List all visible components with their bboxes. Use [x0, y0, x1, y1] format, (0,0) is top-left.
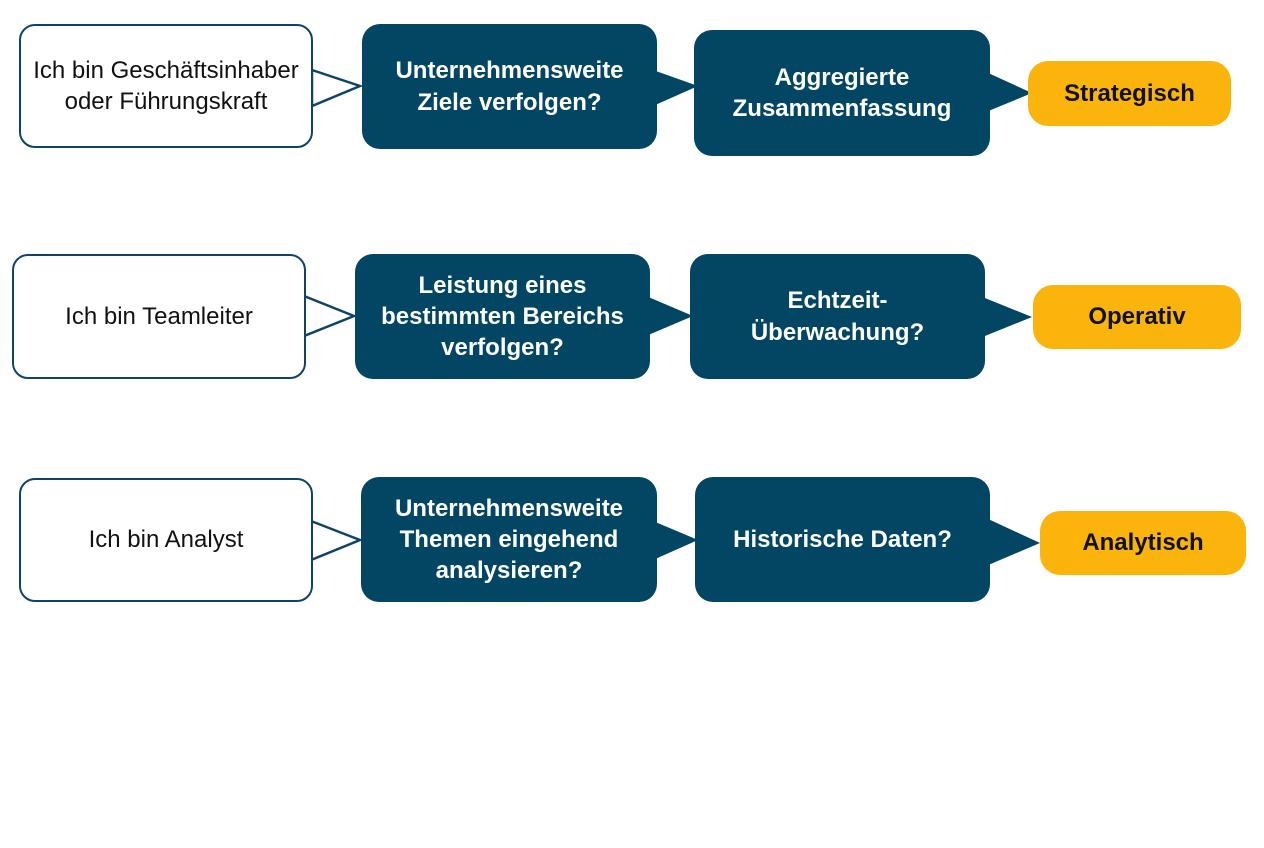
callout-tail-row1: [310, 68, 364, 108]
result-label: Analytisch: [1082, 529, 1204, 557]
data-need-label: Historische Daten?: [733, 525, 952, 553]
role-box-team-lead: Ich bin Teamleiter: [12, 254, 306, 379]
role-label: Ich bin Analyst: [88, 526, 244, 554]
result-label: Operativ: [1088, 303, 1186, 331]
arrow-row3-b: [986, 518, 1040, 566]
arrow-row2-a: [646, 296, 693, 336]
result-box-strategic: Strategisch: [1028, 61, 1231, 126]
data-need-box-historical: Historische Daten?: [695, 477, 990, 602]
callout-tail-row2: [302, 294, 358, 338]
question-box-area-performance: Leistung eines bestimmten Bereichs verfo…: [355, 254, 650, 379]
arrow-row1-a: [653, 70, 698, 106]
result-box-analytical: Analytisch: [1040, 511, 1246, 575]
data-need-label: Aggregierte Zusammenfassung: [732, 63, 952, 122]
arrow-row2-b: [980, 296, 1032, 338]
result-box-operative: Operativ: [1033, 285, 1241, 349]
data-need-label: Echtzeit- Überwachung?: [750, 287, 925, 346]
question-label: Unternehmensweite Themen eingehend analy…: [394, 494, 624, 585]
question-label: Leistung eines bestimmten Bereichs verfo…: [381, 271, 624, 362]
data-need-box-aggregated: Aggregierte Zusammenfassung: [694, 30, 990, 156]
callout-tail-row3: [309, 519, 364, 562]
arrow-row3-a: [653, 521, 698, 560]
role-label: Ich bin Teamleiter: [65, 302, 253, 330]
result-label: Strategisch: [1064, 79, 1195, 107]
role-box-analyst: Ich bin Analyst: [19, 478, 313, 602]
question-box-deep-analysis: Unternehmensweite Themen eingehend analy…: [361, 477, 657, 602]
role-box-executive: Ich bin Geschäftsinhaber oder Führungskr…: [19, 24, 313, 148]
role-label: Ich bin Geschäftsinhaber oder Führungskr…: [33, 56, 299, 115]
question-box-company-goals: Unternehmensweite Ziele verfolgen?: [362, 24, 657, 149]
data-need-box-realtime: Echtzeit- Überwachung?: [690, 254, 985, 379]
arrow-row1-b: [986, 72, 1032, 112]
question-label: Unternehmensweite Ziele verfolgen?: [395, 57, 624, 116]
